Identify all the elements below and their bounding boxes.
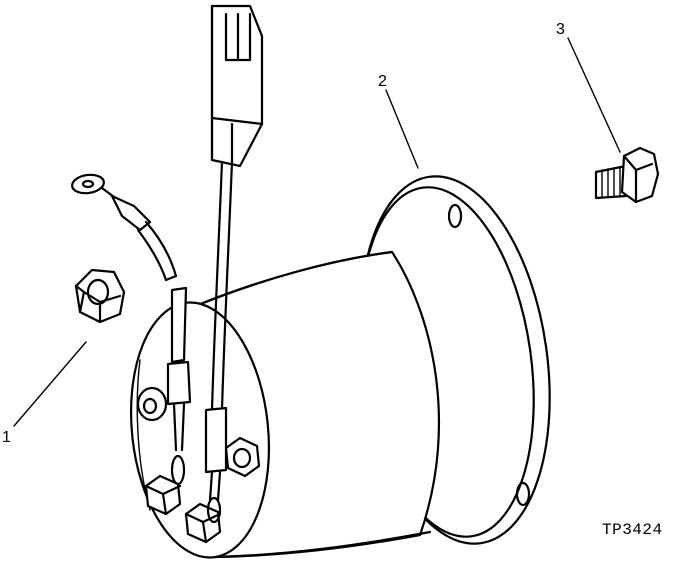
cap-screw-part — [594, 146, 660, 204]
leader-line-3 — [567, 37, 621, 153]
leader-line-1 — [13, 341, 87, 427]
flange-bolt-hole — [515, 481, 531, 507]
terminal-stud-upper — [136, 386, 168, 422]
connector-plug — [210, 4, 264, 168]
figure-id-label: TP3424 — [602, 521, 663, 539]
ring-terminal-lead — [71, 173, 178, 282]
callout-2-label: 2 — [378, 73, 387, 90]
terminal-nut-lower-right — [184, 502, 222, 544]
leader-line-2 — [385, 89, 419, 169]
harness-wire — [204, 160, 234, 524]
terminal-stud-right — [224, 436, 261, 478]
lead-wire-lower — [166, 286, 192, 486]
callout-1-label: 1 — [2, 429, 11, 446]
callout-3-label: 3 — [556, 21, 565, 38]
hex-nut-part — [74, 268, 126, 324]
terminal-nut-lower-left — [144, 474, 182, 516]
flange-bolt-hole — [447, 203, 463, 229]
